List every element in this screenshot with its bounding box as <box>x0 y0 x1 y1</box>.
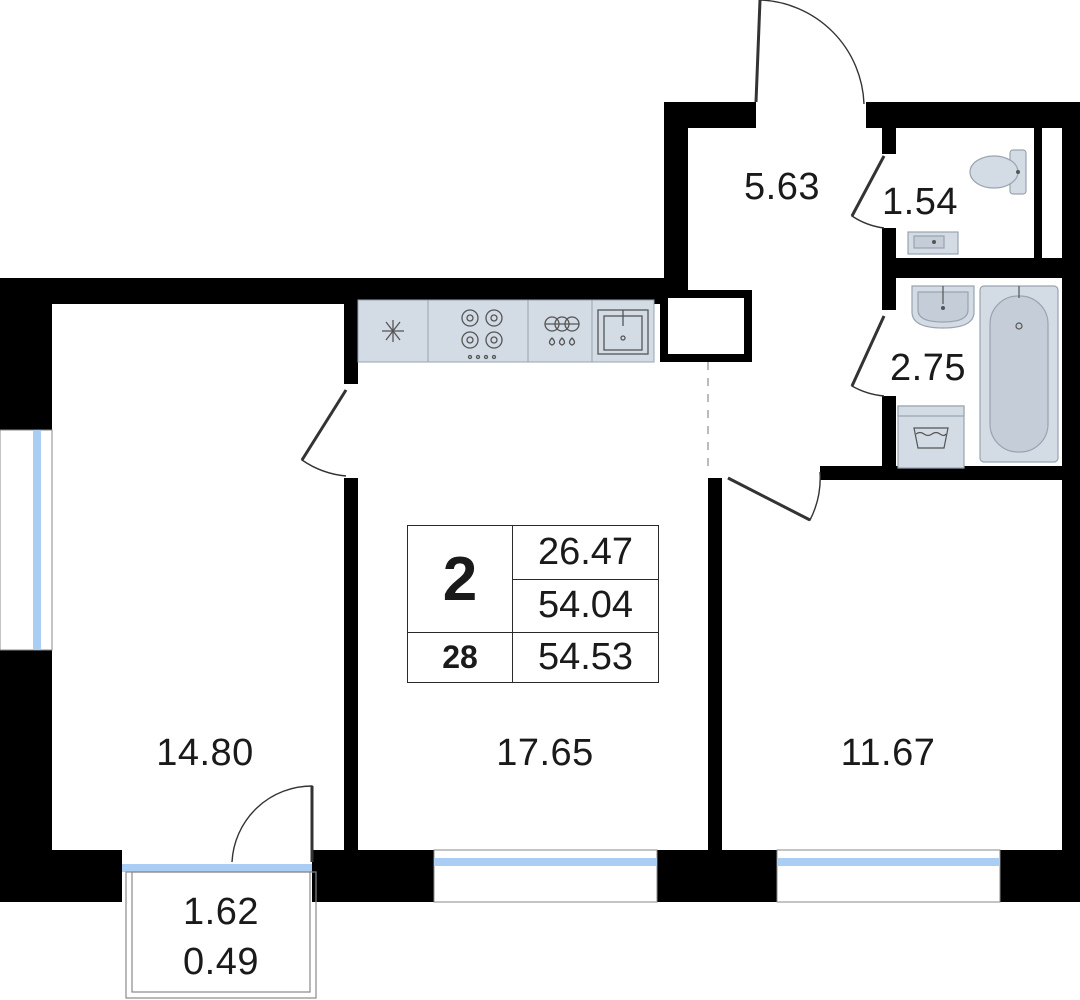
area-bathroom: 2.75 <box>890 347 966 389</box>
wall-bath-bottom <box>820 466 1080 480</box>
washbasin-icon <box>911 285 975 329</box>
rooms-count: 2 <box>408 526 513 633</box>
area-balcony-reduced: 0.49 <box>183 941 259 983</box>
apartment-info-card: 2 28 26.47 54.04 54.53 <box>407 525 659 683</box>
window-left <box>0 429 53 651</box>
wall-bottom-mid1 <box>312 850 434 902</box>
kitchen-unit <box>357 299 655 363</box>
washbasin-icon <box>907 231 959 255</box>
total-area-with-balcony: 54.53 <box>537 635 634 678</box>
area-kitchen-living: 17.65 <box>496 732 594 774</box>
partition-left-lower <box>344 478 358 852</box>
balcony-door <box>122 864 312 872</box>
dishwasher-icon <box>544 316 580 346</box>
wall-wc-divider2 <box>896 272 1062 278</box>
windows <box>0 429 1001 903</box>
entrance-door <box>755 0 865 105</box>
window-bottom-right <box>776 849 1001 903</box>
wall-bottom-mid2 <box>657 850 777 902</box>
doors <box>231 0 886 863</box>
area-bedroom-left: 14.80 <box>156 732 254 774</box>
walls <box>0 102 1080 902</box>
area-bedroom-right: 11.67 <box>840 732 936 774</box>
washing-machine-icon <box>897 405 965 469</box>
door-toilet <box>851 155 885 229</box>
wall-wc-left-upper <box>882 120 896 154</box>
wall-bottom-left <box>0 850 122 902</box>
door-bedroom-left <box>301 389 347 477</box>
door-bathroom <box>851 315 885 397</box>
wall-hall-left <box>664 102 688 302</box>
bathtub-icon <box>979 285 1059 463</box>
fridge-icon <box>382 320 404 342</box>
stove-icon <box>461 309 503 360</box>
wall-left-lower <box>0 650 52 872</box>
partition-right <box>708 478 722 852</box>
toilet-icon <box>969 149 1027 195</box>
wall-wc-inner-top <box>896 122 1042 126</box>
total-area: 54.04 <box>513 579 658 633</box>
shaft-inner <box>668 298 744 354</box>
wall-wc-inner-right <box>1034 120 1042 265</box>
wall-wc-left-lower <box>882 396 896 478</box>
door-bedroom-right <box>727 471 821 521</box>
living-area: 26.47 <box>513 526 658 580</box>
wall-wc-divider <box>882 258 1080 272</box>
area-hall: 5.63 <box>744 166 820 208</box>
sink-icon <box>597 309 649 355</box>
window-bottom-mid <box>433 849 658 903</box>
partition-left-upper <box>344 300 358 384</box>
door-balcony <box>231 785 313 863</box>
floor-number: 28 <box>408 632 513 682</box>
area-balcony: 1.62 <box>183 891 259 933</box>
balcony <box>125 871 317 999</box>
wall-bottom-right <box>1000 850 1080 902</box>
area-toilet: 1.54 <box>882 181 958 223</box>
